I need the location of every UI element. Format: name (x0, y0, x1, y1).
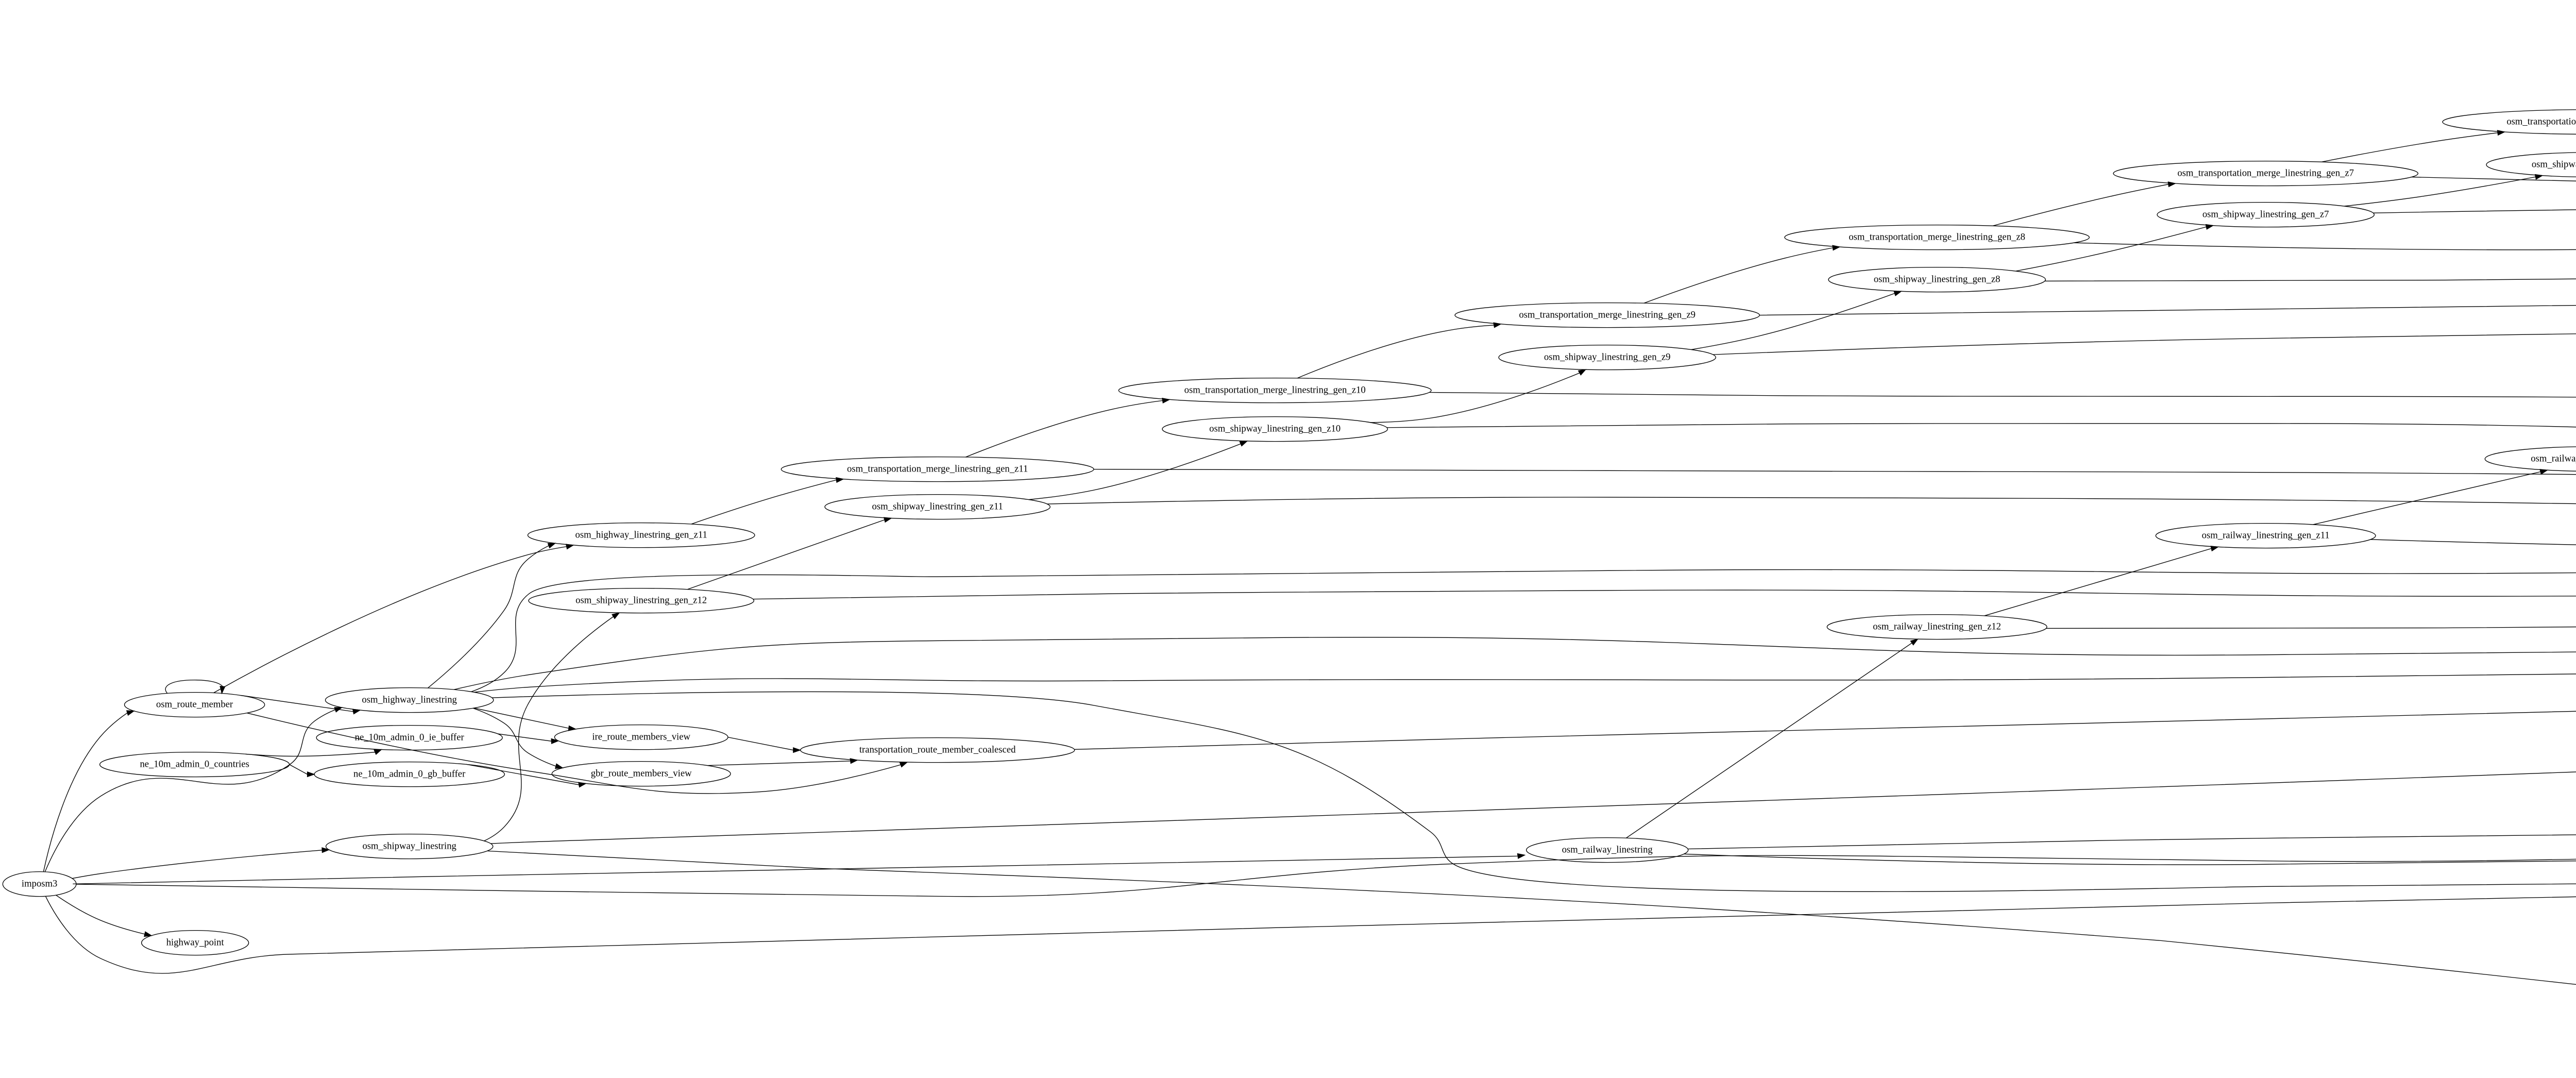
svg-text:highway_point: highway_point (166, 937, 225, 948)
svg-text:osm_shipway_linestring_gen_z10: osm_shipway_linestring_gen_z10 (1209, 424, 1341, 434)
svg-text:osm_shipway_linestring_gen_z12: osm_shipway_linestring_gen_z12 (575, 595, 707, 606)
svg-text:osm_transportation_merge_lines: osm_transportation_merge_linestring_gen_… (847, 464, 1028, 475)
svg-text:osm_railway_linestring_gen_z10: osm_railway_linestring_gen_z10 (2531, 453, 2576, 464)
svg-text:osm_shipway_linestring_gen_z7: osm_shipway_linestring_gen_z7 (2202, 209, 2329, 220)
svg-text:osm_shipway_linestring: osm_shipway_linestring (362, 841, 456, 852)
svg-text:osm_route_member: osm_route_member (156, 699, 233, 710)
svg-text:osm_highway_linestring: osm_highway_linestring (362, 695, 456, 705)
svg-text:ire_route_members_view: ire_route_members_view (592, 732, 690, 743)
svg-text:osm_shipway_linestring_gen_z11: osm_shipway_linestring_gen_z11 (872, 501, 1003, 512)
svg-text:ne_10m_admin_0_ie_buffer: ne_10m_admin_0_ie_buffer (355, 732, 465, 743)
svg-text:osm_transportation_merge_lines: osm_transportation_merge_linestring_gen_… (1519, 310, 1696, 321)
svg-text:osm_railway_linestring_gen_z12: osm_railway_linestring_gen_z12 (1873, 621, 2001, 632)
svg-text:osm_transportation_merge_lines: osm_transportation_merge_linestring_gen_… (1184, 385, 1366, 396)
svg-text:osm_railway_linestring_gen_z11: osm_railway_linestring_gen_z11 (2202, 530, 2330, 541)
svg-text:transportation_route_member_co: transportation_route_member_coalesced (859, 745, 1016, 755)
svg-text:osm_shipway_linestring_gen_z9: osm_shipway_linestring_gen_z9 (1544, 352, 1671, 363)
svg-text:osm_transportation_merge_lines: osm_transportation_merge_linestring_gen_… (1849, 232, 2025, 243)
svg-text:osm_shipway_linestring_gen_z6: osm_shipway_linestring_gen_z6 (2532, 159, 2576, 170)
svg-text:ne_10m_admin_0_countries: ne_10m_admin_0_countries (140, 759, 249, 770)
svg-text:osm_railway_linestring: osm_railway_linestring (1562, 845, 1653, 855)
svg-text:imposm3: imposm3 (22, 879, 57, 889)
svg-text:osm_highway_linestring_gen_z11: osm_highway_linestring_gen_z11 (575, 530, 707, 541)
svg-text:osm_shipway_linestring_gen_z8: osm_shipway_linestring_gen_z8 (1874, 274, 2001, 285)
svg-text:gbr_route_members_view: gbr_route_members_view (591, 768, 692, 779)
svg-text:ne_10m_admin_0_gb_buffer: ne_10m_admin_0_gb_buffer (353, 769, 466, 780)
svg-text:osm_transportation_merge_lines: osm_transportation_merge_linestring_gen_… (2177, 168, 2354, 179)
svg-text:osm_transportation_merge_lines: osm_transportation_merge_linestring_gen_… (2506, 116, 2576, 127)
